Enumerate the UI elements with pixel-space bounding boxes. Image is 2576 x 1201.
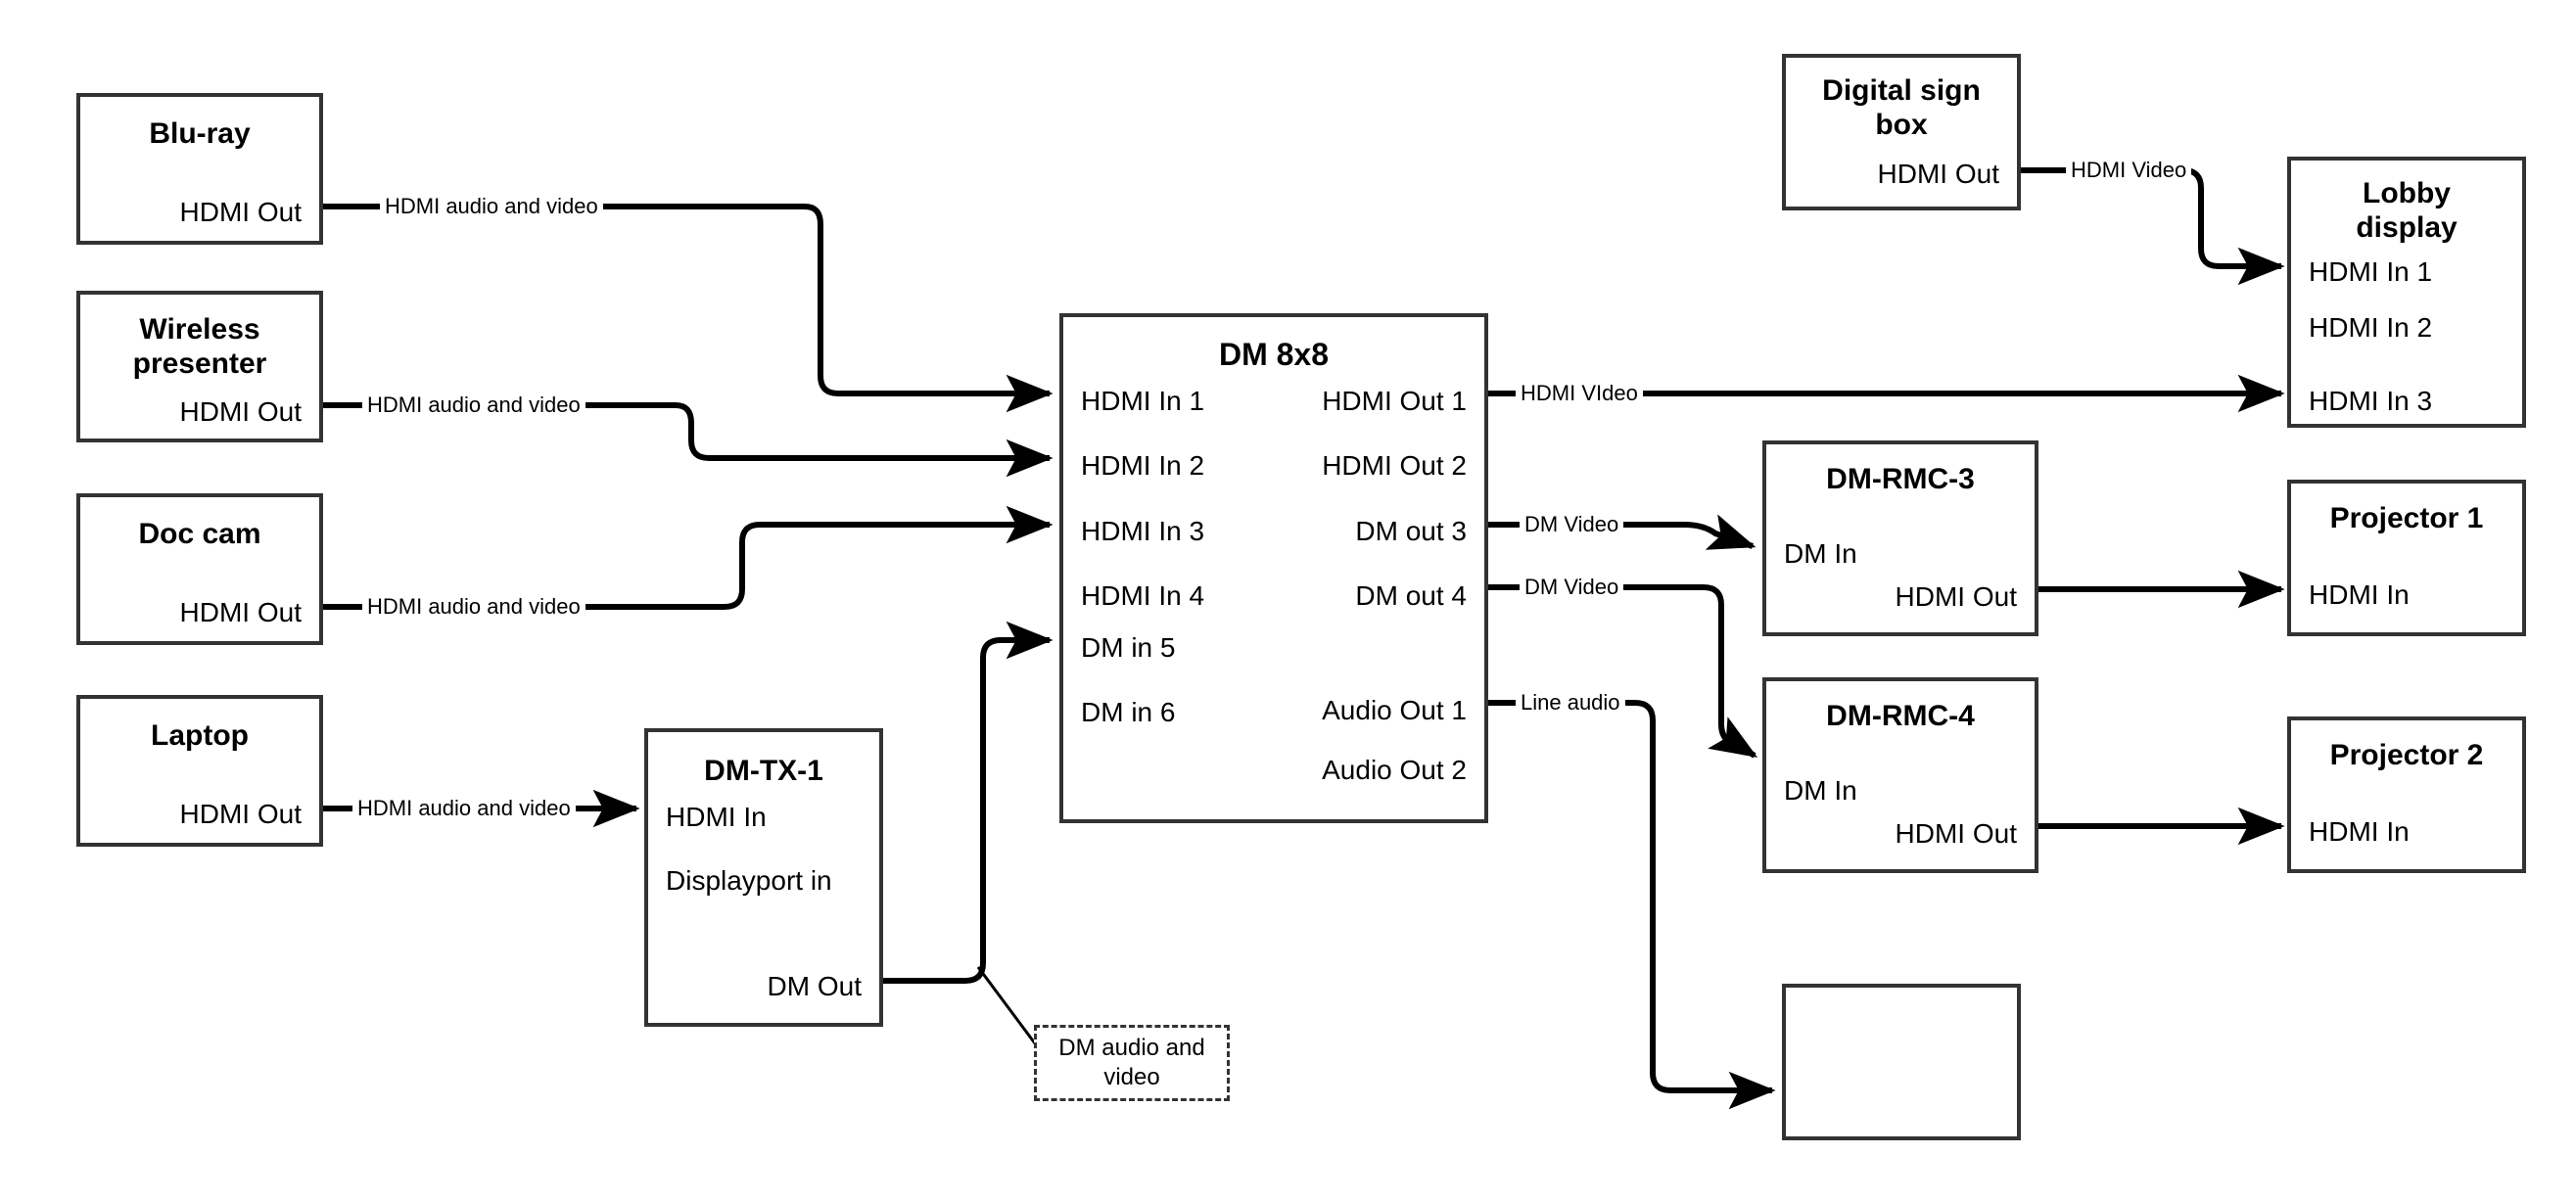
- node-title: Doc cam: [138, 518, 261, 550]
- wire-label-dm-out-3: DM Video: [1520, 514, 1624, 535]
- node-dm-rmc-3[interactable]: DM-RMC-3 DM In HDMI Out: [1762, 440, 2038, 636]
- port-hdmi-in-2[interactable]: HDMI In 2: [2309, 312, 2433, 343]
- node-digital-sign-box[interactable]: Digital sign box HDMI Out: [1782, 54, 2021, 210]
- wire-label-laptop: HDMI audio and video: [352, 798, 576, 819]
- node-title: DM-RMC-4: [1826, 700, 1975, 732]
- node-title: Blu-ray: [149, 117, 251, 150]
- port-dm-in-5[interactable]: DM in 5: [1081, 632, 1176, 663]
- port-hdmi-out[interactable]: HDMI Out: [179, 197, 302, 227]
- port-hdmi-in-1[interactable]: HDMI In 1: [1081, 386, 1205, 416]
- callout-dm-audio-video: DM audio and video: [1034, 1025, 1230, 1101]
- port-hdmi-in[interactable]: HDMI In: [2309, 816, 2410, 847]
- node-title: Laptop: [151, 719, 249, 752]
- node-title: Digital sign box: [1822, 74, 1981, 142]
- port-dm-out-3[interactable]: DM out 3: [1355, 516, 1467, 546]
- port-dm-in[interactable]: DM In: [1784, 775, 1857, 806]
- port-hdmi-out[interactable]: HDMI Out: [1895, 818, 2017, 849]
- node-title: Projector 1: [2329, 502, 2484, 534]
- node-dm-8x8[interactable]: DM 8x8 HDMI In 1 HDMI In 2 HDMI In 3 HDM…: [1059, 313, 1488, 823]
- port-hdmi-out[interactable]: HDMI Out: [179, 396, 302, 427]
- port-hdmi-out[interactable]: HDMI Out: [179, 597, 302, 627]
- port-hdmi-in[interactable]: HDMI In: [2309, 579, 2410, 610]
- node-dm-tx-1[interactable]: DM-TX-1 HDMI In Displayport in DM Out: [644, 728, 883, 1027]
- wire-label-dm-out-4: DM Video: [1520, 577, 1624, 598]
- node-dm-rmc-4[interactable]: DM-RMC-4 DM In HDMI Out: [1762, 677, 2038, 873]
- port-hdmi-out-2[interactable]: HDMI Out 2: [1322, 450, 1467, 481]
- port-dm-in-6[interactable]: DM in 6: [1081, 697, 1176, 727]
- node-bluray[interactable]: Blu-ray HDMI Out: [76, 93, 323, 245]
- port-audio-out-2[interactable]: Audio Out 2: [1322, 755, 1467, 785]
- port-audio-out-1[interactable]: Audio Out 1: [1322, 695, 1467, 725]
- port-hdmi-in-1[interactable]: HDMI In 1: [2309, 256, 2433, 287]
- node-title: Lobby display: [2356, 177, 2458, 245]
- wire-label-hdmi-out-1: HDMI VIdeo: [1516, 383, 1643, 404]
- node-title: Wireless presenter: [132, 313, 267, 381]
- wire-label-bluray: HDMI audio and video: [380, 196, 603, 217]
- port-hdmi-out[interactable]: HDMI Out: [179, 799, 302, 829]
- port-dm-out-4[interactable]: DM out 4: [1355, 580, 1467, 611]
- port-hdmi-out[interactable]: HDMI Out: [1877, 159, 1999, 189]
- node-amplifier[interactable]: [1782, 984, 2021, 1140]
- node-title: DM-TX-1: [704, 755, 823, 787]
- port-hdmi-in-2[interactable]: HDMI In 2: [1081, 450, 1205, 481]
- node-lobby-display[interactable]: Lobby display HDMI In 1 HDMI In 2 HDMI I…: [2287, 157, 2526, 428]
- wire-label-digital-sign: HDMI Video: [2066, 160, 2192, 181]
- callout-leader-line: [976, 966, 1040, 1048]
- port-hdmi-out-1[interactable]: HDMI Out 1: [1322, 386, 1467, 416]
- wire-label-audio-out-1: Line audio: [1516, 692, 1625, 714]
- port-dm-out[interactable]: DM Out: [767, 971, 862, 1001]
- port-hdmi-out[interactable]: HDMI Out: [1895, 581, 2017, 612]
- node-laptop[interactable]: Laptop HDMI Out: [76, 695, 323, 847]
- node-title: DM-RMC-3: [1826, 463, 1975, 495]
- port-displayport-in[interactable]: Displayport in: [666, 865, 832, 896]
- port-hdmi-in[interactable]: HDMI In: [666, 802, 767, 832]
- node-projector-1[interactable]: Projector 1 HDMI In: [2287, 480, 2526, 636]
- node-projector-2[interactable]: Projector 2 HDMI In: [2287, 716, 2526, 873]
- node-title: Projector 2: [2329, 739, 2484, 771]
- node-title: DM 8x8: [1218, 337, 1330, 372]
- port-hdmi-in-3[interactable]: HDMI In 3: [2309, 386, 2433, 416]
- port-hdmi-in-3[interactable]: HDMI In 3: [1081, 516, 1205, 546]
- wire-label-doccam: HDMI audio and video: [362, 596, 585, 618]
- port-hdmi-in-4[interactable]: HDMI In 4: [1081, 580, 1205, 611]
- node-doc-cam[interactable]: Doc cam HDMI Out: [76, 493, 323, 645]
- wire-label-wireless: HDMI audio and video: [362, 394, 585, 416]
- port-dm-in[interactable]: DM In: [1784, 538, 1857, 569]
- node-wireless-presenter[interactable]: Wireless presenter HDMI Out: [76, 291, 323, 442]
